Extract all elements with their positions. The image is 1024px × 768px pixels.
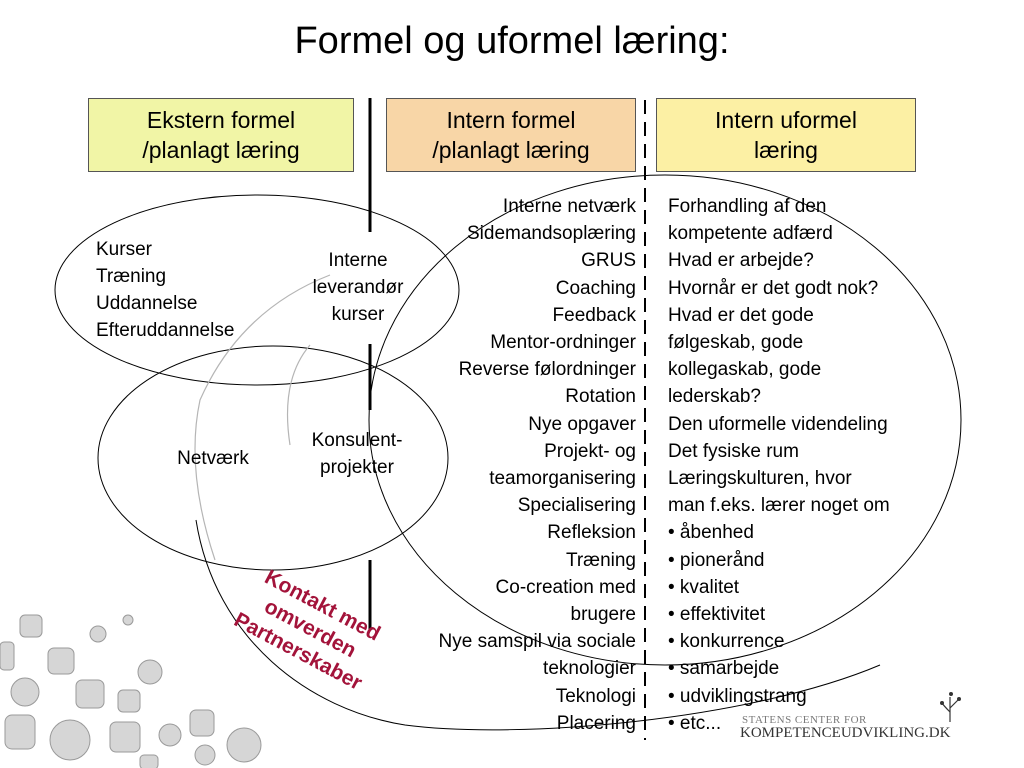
decorative-shapes xyxy=(0,614,262,768)
list-item: Sidemandsoplæring xyxy=(467,223,636,245)
label-line: Interne xyxy=(328,250,388,271)
header-internal-formal: Intern formel /planlagt læring xyxy=(386,98,636,172)
list-item: • åbenhed xyxy=(668,522,754,544)
list-item: Refleksion xyxy=(547,522,636,544)
list-item: Feedback xyxy=(552,304,636,326)
outer-curve xyxy=(195,519,881,731)
list-item: • etc... xyxy=(668,712,722,734)
list-item: lederskab? xyxy=(668,386,761,408)
grey-curve-2 xyxy=(286,344,311,446)
label-line: Konsulent- xyxy=(311,430,403,451)
list-item: Kurser xyxy=(96,239,152,260)
list-item: Hvornår er det godt nok? xyxy=(668,277,879,299)
list-item: • kvalitet xyxy=(668,576,740,598)
header-external-formal: Ekstern formel /planlagt læring xyxy=(88,98,354,172)
list-item: Placering xyxy=(556,712,636,734)
list-item: Nye samspil via sociale xyxy=(438,631,636,653)
list-item: Træning xyxy=(96,266,167,287)
list-item: Hvad er det gode xyxy=(668,304,814,326)
list-item: • effektivitet xyxy=(668,604,766,626)
label-line: projekter xyxy=(320,457,394,478)
header-internal-informal: Intern uformel læring xyxy=(656,98,916,172)
list-item: teamorganisering xyxy=(489,468,636,490)
grey-curve-1 xyxy=(194,274,331,561)
list-item: brugere xyxy=(570,604,637,626)
list-item: man f.eks. lærer noget om xyxy=(668,495,890,517)
list-item: Interne netværk xyxy=(502,196,636,217)
internal-informal-list: Forhandling af den kompetente adfærd Hva… xyxy=(668,193,890,737)
label-line: kurser xyxy=(331,304,385,325)
list-item: Nye opgaver xyxy=(528,413,636,435)
list-item: • konkurrence xyxy=(668,631,785,653)
list-item: Mentor-ordninger xyxy=(490,332,636,354)
list-item: Co-creation med xyxy=(495,576,636,598)
list-item: Uddannelse xyxy=(96,293,198,314)
label-line: leverandør xyxy=(312,277,404,298)
list-item: • pionerånd xyxy=(668,549,765,571)
header-line: Intern formel xyxy=(446,107,576,133)
page-title: Formel og uformel læring: xyxy=(294,20,730,62)
logo-sprig-icon xyxy=(941,697,960,722)
header-line: Intern uformel xyxy=(715,107,857,133)
list-item: Forhandling af den xyxy=(668,196,827,217)
logo-top-text: STATENS CENTER FOR xyxy=(742,714,867,726)
logo-main-text: KOMPETENCEUDVIKLING.DK xyxy=(740,725,951,741)
network-ellipse xyxy=(97,345,449,571)
konsulent-label: Konsulent- projekter xyxy=(285,427,429,481)
list-item: Læringskulturen, hvor xyxy=(668,468,852,490)
list-item: Træning xyxy=(565,549,636,571)
internal-formal-list: Interne netværk Sidemandsoplæring GRUS C… xyxy=(439,193,636,737)
header-line: /planlagt læring xyxy=(142,137,300,163)
logo-sprig-dots xyxy=(940,692,961,705)
external-ellipse xyxy=(54,194,460,386)
list-item: Det fysiske rum xyxy=(668,440,799,462)
list-item: teknologier xyxy=(543,658,636,680)
list-item: kompetente adfærd xyxy=(668,223,833,245)
list-item: Specialisering xyxy=(517,495,636,517)
netvaerk-label: Netværk xyxy=(177,448,249,469)
header-line: læring xyxy=(754,137,818,163)
header-line: /planlagt læring xyxy=(432,137,590,163)
list-item: • samarbejde xyxy=(668,658,780,680)
list-item: Reverse følordninger xyxy=(458,359,636,381)
list-item: Efteruddannelse xyxy=(96,320,235,341)
list-item: GRUS xyxy=(581,250,636,272)
list-item: kollegaskab, gode xyxy=(668,359,822,381)
header-line: Ekstern formel xyxy=(146,107,296,133)
external-list: Kurser Træning Uddannelse Efteruddannels… xyxy=(96,236,234,344)
big-ellipse xyxy=(368,174,962,666)
list-item: Den uformelle videndeling xyxy=(668,413,888,435)
list-item: • udviklingstrang xyxy=(668,685,807,707)
list-item: Hvad er arbejde? xyxy=(668,250,814,272)
list-item: Projekt- og xyxy=(544,440,636,462)
list-item: Teknologi xyxy=(555,685,636,707)
list-item: Coaching xyxy=(555,277,636,299)
list-item: Rotation xyxy=(565,386,636,408)
interne-leverandor-label: Interne leverandør kurser xyxy=(298,247,418,328)
list-item: følgeskab, gode xyxy=(668,332,804,354)
